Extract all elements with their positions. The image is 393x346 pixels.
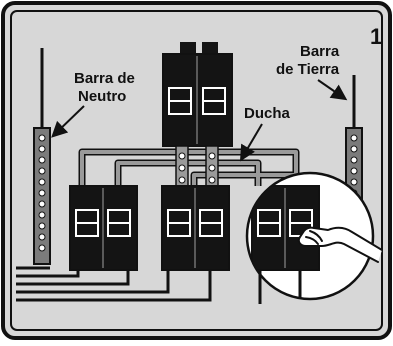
top-breaker (162, 42, 233, 147)
panel-inner-border (10, 10, 383, 331)
ground-bar-label-line2: de Tierra (276, 61, 340, 78)
neutral-bar (33, 127, 51, 265)
ground-bar-arrow-icon (317, 79, 348, 101)
neutral-bar-label-line2: Neutro (78, 88, 126, 105)
load-wires (16, 266, 302, 304)
neutral-bar-label-line1: Barra de (74, 70, 135, 87)
ground-bar-label-line1: Barra (300, 43, 340, 60)
bus-connector (175, 145, 219, 187)
figure-number: 1 (370, 24, 382, 49)
breaker-middle (161, 185, 230, 271)
hand-icon (297, 226, 383, 263)
shower-label: Ducha (244, 105, 291, 122)
shower-arrow-icon (239, 123, 263, 162)
breaker-left (69, 185, 138, 271)
neutral-bar-arrow-icon (51, 105, 85, 138)
